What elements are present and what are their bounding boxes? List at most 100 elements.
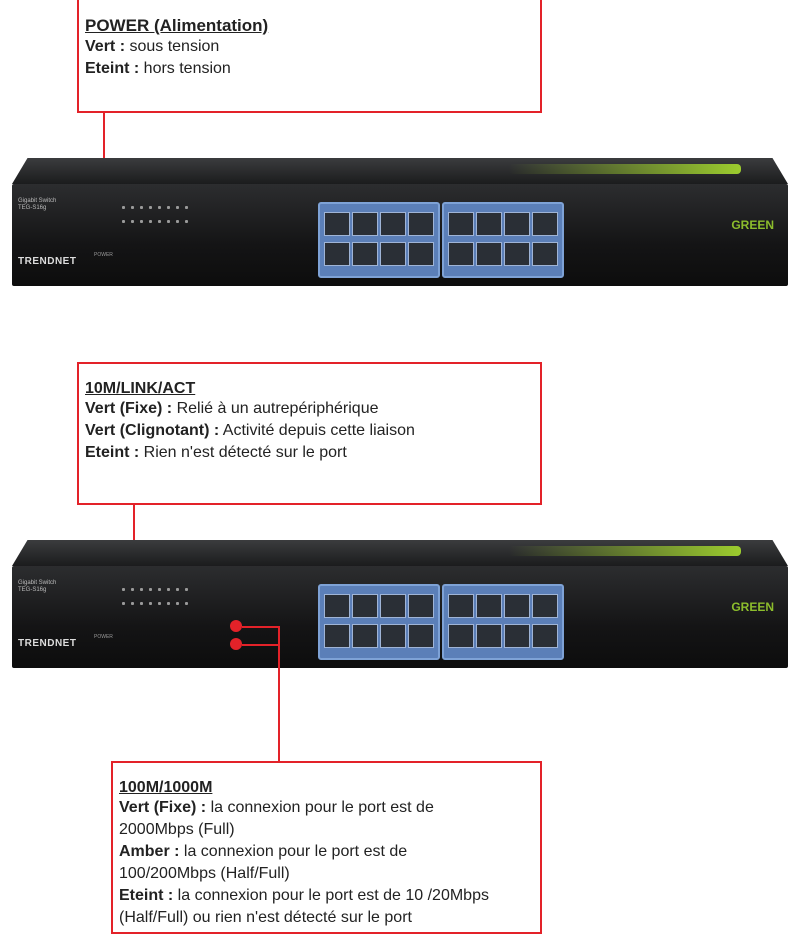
- status-led: [149, 220, 152, 223]
- ethernet-port: [408, 624, 434, 648]
- ethernet-port: [380, 242, 406, 266]
- ethernet-port: [380, 212, 406, 236]
- ethernet-port: [408, 212, 434, 236]
- power-title: POWER (Alimentation): [85, 16, 269, 35]
- status-led: [158, 206, 161, 209]
- speed-leader-vertical: [278, 626, 280, 763]
- port-block-right: [442, 584, 564, 660]
- ethernet-port: [448, 624, 474, 648]
- ethernet-port: [324, 242, 350, 266]
- trendnet-logo: TRENDNET: [18, 256, 77, 267]
- status-led: [176, 220, 179, 223]
- power-info-box: POWER (Alimentation) Vert : sous tension…: [77, 0, 542, 113]
- ethernet-port: [504, 242, 530, 266]
- ethernet-port: [324, 624, 350, 648]
- ethernet-port: [408, 594, 434, 618]
- ethernet-port: [532, 212, 558, 236]
- status-led: [122, 602, 125, 605]
- status-led: [185, 206, 188, 209]
- ethernet-port: [448, 242, 474, 266]
- status-led: [140, 602, 143, 605]
- ethernet-port: [476, 624, 502, 648]
- ethernet-port: [448, 594, 474, 618]
- ethernet-port: [352, 624, 378, 648]
- status-led: [185, 588, 188, 591]
- port-block-left: [318, 584, 440, 660]
- status-led: [131, 220, 134, 223]
- ethernet-port: [352, 594, 378, 618]
- status-led: [167, 220, 170, 223]
- status-led: [122, 220, 125, 223]
- ethernet-port: [476, 212, 502, 236]
- model-line-1: Gigabit Switch: [18, 198, 57, 204]
- power-label: POWER: [94, 634, 113, 640]
- model-line-2: TEG-S16g: [18, 587, 47, 593]
- ethernet-port: [532, 624, 558, 648]
- status-led: [158, 220, 161, 223]
- status-led: [158, 588, 161, 591]
- speed-led-marker-1: [230, 620, 242, 632]
- speed-line-1: Vert (Fixe) : la connexion pour le port …: [119, 799, 434, 816]
- link-act-title: 10M/LINK/ACT: [85, 380, 196, 397]
- ethernet-port: [532, 594, 558, 618]
- speed-leader-horizontal-2: [242, 644, 280, 646]
- speed-line-2: 2000Mbps (Full): [119, 821, 235, 838]
- speed-info-box: 100M/1000M Vert (Fixe) : la connexion po…: [111, 761, 542, 934]
- ethernet-port: [504, 212, 530, 236]
- status-led: [176, 602, 179, 605]
- link-act-line-1: Vert (Fixe) : Relié à un autrepériphériq…: [85, 400, 379, 417]
- green-logo: GREEN: [731, 600, 774, 614]
- trendnet-logo: TRENDNET: [18, 638, 77, 649]
- power-line-1: Vert : sous tension: [85, 38, 220, 55]
- model-line-2: TEG-S16g: [18, 205, 47, 211]
- ethernet-port: [504, 594, 530, 618]
- led-panel: [122, 206, 202, 236]
- link-act-line-3: Eteint : Rien n'est détecté sur le port: [85, 444, 347, 461]
- status-led: [149, 588, 152, 591]
- speed-leader-horizontal-1: [242, 626, 280, 628]
- model-line-1: Gigabit Switch: [18, 580, 57, 586]
- link-act-info-box: 10M/LINK/ACT Vert (Fixe) : Relié à un au…: [77, 362, 542, 505]
- speed-line-5: Eteint : la connexion pour le port est d…: [119, 887, 489, 904]
- ethernet-port: [476, 594, 502, 618]
- status-led: [131, 588, 134, 591]
- ethernet-port: [324, 212, 350, 236]
- ethernet-port: [504, 624, 530, 648]
- port-block-right: [442, 202, 564, 278]
- power-line-2: Eteint : hors tension: [85, 60, 231, 77]
- link-act-line-2: Vert (Clignotant) : Activité depuis cett…: [85, 422, 415, 439]
- status-led: [131, 206, 134, 209]
- ethernet-port: [352, 242, 378, 266]
- ethernet-port: [380, 624, 406, 648]
- ethernet-port: [476, 242, 502, 266]
- speed-line-3: Amber : la connexion pour le port est de: [119, 843, 408, 860]
- green-logo: GREEN: [731, 218, 774, 232]
- status-led: [167, 206, 170, 209]
- status-led: [185, 602, 188, 605]
- status-led: [140, 220, 143, 223]
- status-led: [140, 588, 143, 591]
- speed-line-6: (Half/Full) ou rien n'est détecté sur le…: [119, 909, 412, 926]
- speed-line-4: 100/200Mbps (Half/Full): [119, 865, 290, 882]
- speed-led-marker-2: [230, 638, 242, 650]
- status-led: [122, 206, 125, 209]
- status-led: [149, 206, 152, 209]
- power-label: POWER: [94, 252, 113, 258]
- status-led: [167, 602, 170, 605]
- ethernet-port: [352, 212, 378, 236]
- status-led: [176, 206, 179, 209]
- speed-title: 100M/1000M: [119, 779, 213, 796]
- status-led: [158, 602, 161, 605]
- status-led: [185, 220, 188, 223]
- status-led: [131, 602, 134, 605]
- led-panel: [122, 588, 202, 618]
- ethernet-port: [448, 212, 474, 236]
- status-led: [167, 588, 170, 591]
- ethernet-port: [324, 594, 350, 618]
- port-block-left: [318, 202, 440, 278]
- ethernet-port: [532, 242, 558, 266]
- ethernet-port: [380, 594, 406, 618]
- status-led: [149, 602, 152, 605]
